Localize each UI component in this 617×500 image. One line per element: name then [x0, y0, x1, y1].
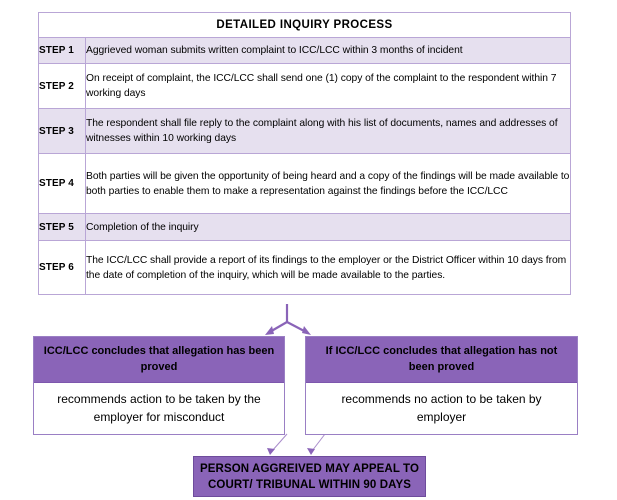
- table-row: STEP 3 The respondent shall file reply t…: [38, 108, 571, 154]
- connector-to-final-left: [271, 433, 288, 452]
- table-row: STEP 4 Both parties will be given the op…: [38, 153, 571, 214]
- step-label: STEP 1: [38, 37, 86, 64]
- connector-branch-left: [267, 321, 288, 334]
- step-label: STEP 3: [38, 108, 86, 154]
- step-description: Both parties will be given the opportuni…: [85, 153, 571, 214]
- final-appeal-box: PERSON AGGREIVED MAY APPEAL TO COURT/ TR…: [193, 456, 426, 497]
- step-label: STEP 5: [38, 213, 86, 241]
- table-title-row: DETAILED INQUIRY PROCESS: [38, 12, 571, 38]
- outcome-heading: ICC/LCC concludes that allegation has be…: [34, 337, 284, 383]
- table-row: STEP 6 The ICC/LCC shall provide a repor…: [38, 240, 571, 295]
- step-description: The ICC/LCC shall provide a report of it…: [85, 240, 571, 295]
- arrowhead-final-right-icon: [307, 448, 315, 455]
- step-description: The respondent shall file reply to the c…: [85, 108, 571, 154]
- final-appeal-line-1: PERSON AGGREIVED MAY APPEAL TO: [200, 462, 419, 475]
- step-description: Aggrieved woman submits written complain…: [85, 37, 571, 64]
- step-label: STEP 4: [38, 153, 86, 214]
- step-label: STEP 2: [38, 63, 86, 109]
- outcome-box-allegation-proved: ICC/LCC concludes that allegation has be…: [33, 336, 285, 435]
- step-description: On receipt of complaint, the ICC/LCC sha…: [85, 63, 571, 109]
- outcome-body: recommends action to be taken by the emp…: [34, 383, 284, 434]
- table-row: STEP 5 Completion of the inquiry: [38, 213, 571, 241]
- arrowhead-right-icon: [302, 326, 311, 335]
- connector-branch-right: [286, 321, 309, 334]
- step-description: Completion of the inquiry: [85, 213, 571, 241]
- table-row: STEP 1 Aggrieved woman submits written c…: [38, 37, 571, 64]
- arrowhead-final-left-icon: [267, 448, 275, 455]
- final-appeal-line-2: COURT/ TRIBUNAL WITHIN 90 DAYS: [208, 478, 411, 491]
- outcome-box-allegation-not-proved: If ICC/LCC concludes that allegation has…: [305, 336, 578, 435]
- arrowhead-left-icon: [265, 326, 274, 335]
- connector-to-final-right: [311, 433, 326, 452]
- outcome-body: recommends no action to be taken by empl…: [306, 383, 577, 434]
- page-title: DETAILED INQUIRY PROCESS: [38, 12, 571, 38]
- table-row: STEP 2 On receipt of complaint, the ICC/…: [38, 63, 571, 109]
- outcome-heading: If ICC/LCC concludes that allegation has…: [306, 337, 577, 383]
- step-label: STEP 6: [38, 240, 86, 295]
- detailed-inquiry-process-table: DETAILED INQUIRY PROCESS STEP 1 Aggrieve…: [38, 12, 571, 295]
